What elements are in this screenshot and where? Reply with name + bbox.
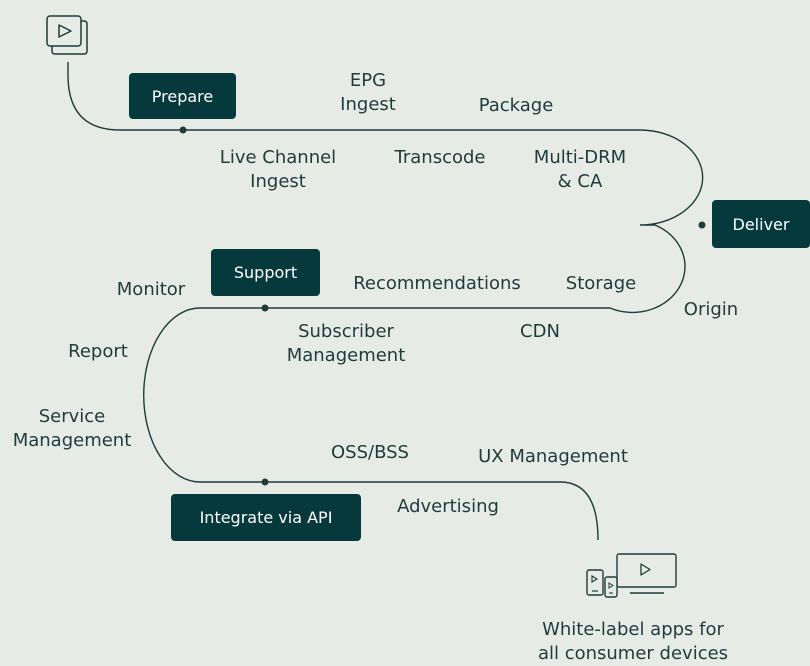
label-epg-ingest: EPG Ingest: [340, 70, 396, 115]
label-package: Package: [478, 95, 554, 116]
label-live-channel-ingest: Live Channel Ingest: [219, 147, 337, 192]
video-library-icon: [44, 14, 90, 60]
label-multi-drm-ca: Multi-DRM & CA: [533, 147, 627, 192]
prepare-node-dot: [179, 126, 187, 134]
stage-integrate: Integrate via API: [171, 494, 361, 541]
label-cdn: CDN: [520, 321, 560, 342]
integrate-node-dot: [261, 478, 269, 486]
label-recommendations: Recommendations: [353, 273, 521, 294]
label-storage: Storage: [565, 273, 637, 294]
deliver-node-dot: [698, 221, 706, 229]
support-node-dot: [261, 304, 269, 312]
label-origin: Origin: [683, 299, 739, 320]
label-advertising: Advertising: [397, 496, 499, 517]
stage-deliver: Deliver: [712, 200, 810, 248]
label-monitor: Monitor: [116, 279, 186, 300]
label-oss-bss: OSS/BSS: [331, 442, 409, 463]
label-white-label-apps: White-label apps for all consumer device…: [537, 619, 729, 664]
label-service-management: Service Management: [12, 406, 132, 451]
label-ux-management: UX Management: [478, 446, 628, 467]
label-subscriber-management: Subscriber Management: [286, 321, 406, 366]
multi-device-icon: [580, 552, 680, 600]
stage-prepare: Prepare: [129, 73, 236, 119]
label-report: Report: [68, 341, 128, 362]
label-transcode: Transcode: [394, 147, 486, 168]
stage-support: Support: [211, 249, 320, 296]
